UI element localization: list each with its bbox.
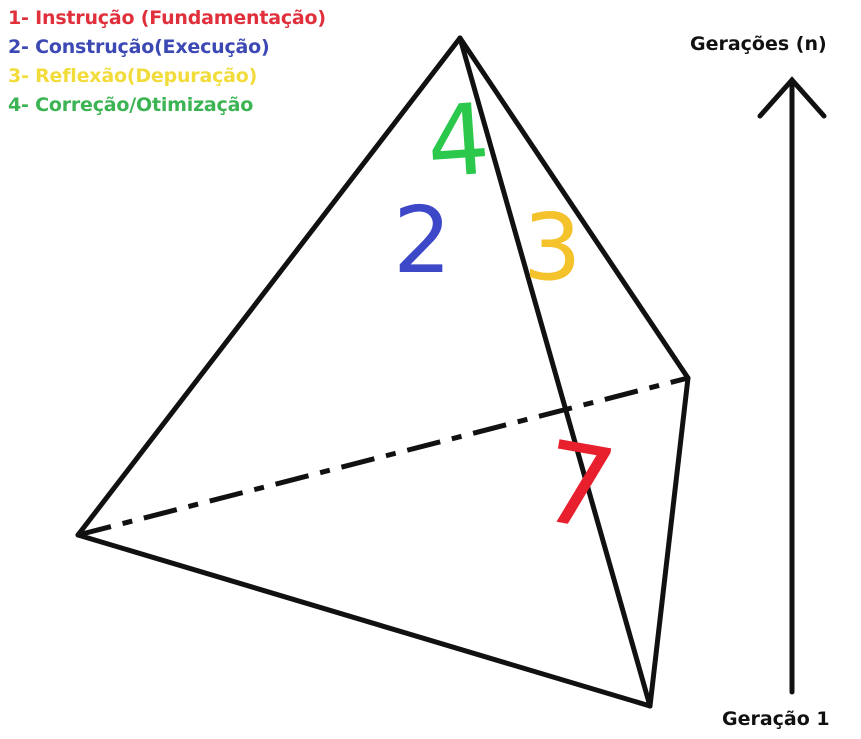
hidden-edge [77, 375, 689, 538]
generations-arrow [757, 76, 827, 695]
legend-item-correcao: 4- Correção/Otimização [8, 94, 254, 116]
edge-left-bottom [75, 532, 653, 709]
generation-1-label: Geração 1 [722, 708, 830, 730]
legend-item-construcao: 2- Construção(Execução) [8, 36, 270, 58]
edge-apex-bottom [457, 35, 653, 709]
edge-apex-right [457, 35, 691, 381]
legend-item-reflexao: 3- Reflexão(Depuração) [8, 65, 258, 87]
arrow-head [757, 76, 827, 119]
face-number-4: 4 [423, 83, 493, 201]
legend: 1- Instrução (Fundamentação) 2- Construç… [8, 4, 326, 120]
edge-right-bottom [647, 375, 691, 709]
generations-axis-label: Gerações (n) [690, 33, 827, 55]
face-number-2: 2 [393, 187, 452, 294]
legend-item-instrucao: 1- Instrução (Fundamentação) [8, 7, 326, 29]
tetrahedron-edges [75, 35, 691, 709]
edge-apex-left [75, 35, 463, 538]
face-number-3: 3 [523, 194, 582, 301]
face-number-1: 7 [532, 417, 625, 557]
